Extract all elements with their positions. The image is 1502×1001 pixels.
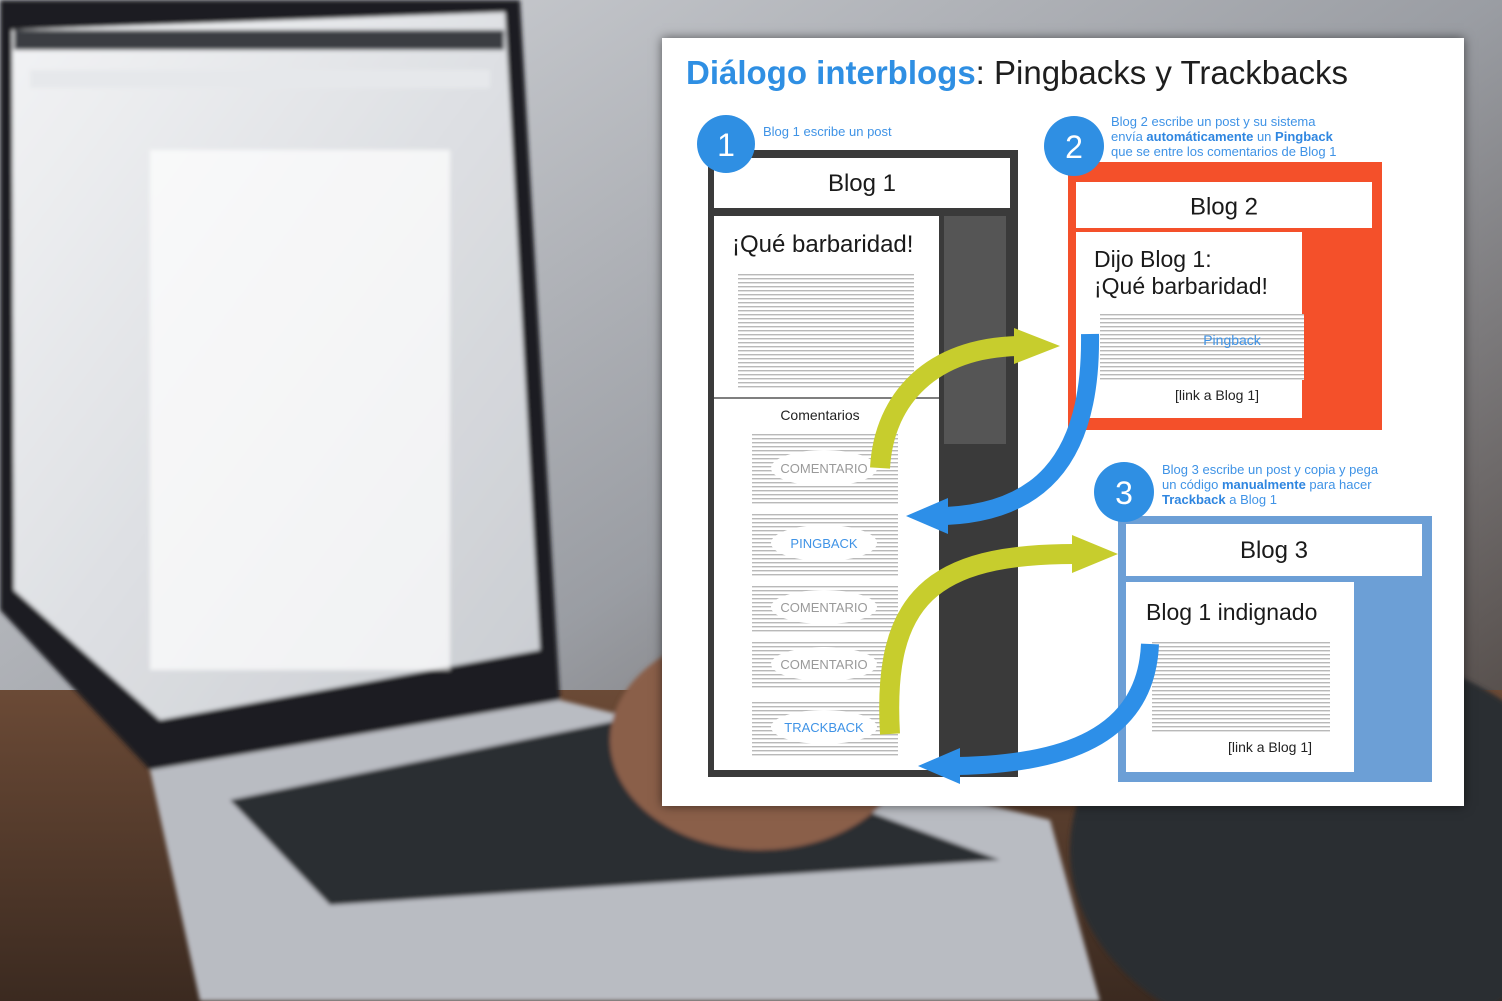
comment-label: COMENTARIO [780, 461, 867, 476]
blog2-window: Blog 2 Dijo Blog 1: ¡Qué barbaridad! Pin… [1068, 162, 1382, 430]
step2-number: 2 [1065, 129, 1083, 165]
blog2-post-line1: Dijo Blog 1: [1094, 246, 1212, 272]
step2-caption-line2: envía automáticamente un Pingback [1111, 129, 1334, 144]
blog1-window: Blog 1 ¡Qué barbaridad! Comentarios COME… [708, 150, 1018, 777]
blog2-pingback-label: Pingback [1203, 332, 1262, 348]
step2-circle [1044, 116, 1104, 176]
blog1-sidebar [944, 216, 1006, 444]
infographic-card: Diálogo interblogs: Pingbacks y Trackbac… [662, 38, 1464, 806]
comment-label: COMENTARIO [780, 600, 867, 615]
blog2-post-text [1100, 314, 1304, 380]
blog2-link: [link a Blog 1] [1175, 387, 1259, 403]
trackback-send-arrow [879, 535, 1118, 735]
step3-number: 3 [1115, 475, 1133, 511]
blog1-post-title: ¡Qué barbaridad! [732, 231, 913, 258]
title-rest: : Pingbacks y Trackbacks [975, 54, 1348, 91]
blog3-window: Blog 3 Blog 1 indignado [link a Blog 1] [1118, 516, 1432, 782]
step3-caption-line3: Trackback a Blog 1 [1162, 492, 1277, 507]
pingback-return-arrow [906, 333, 1100, 534]
blog3-link: [link a Blog 1] [1228, 739, 1312, 755]
blog3-post-text [1152, 640, 1330, 734]
blog3-header-box [1126, 524, 1422, 576]
blog1-post-text [738, 274, 914, 390]
blog1-comments-label: Comentarios [780, 407, 859, 423]
comment-badge [771, 590, 877, 624]
trackback-return-arrow [918, 643, 1159, 784]
step1-caption: Blog 1 escribe un post [763, 124, 892, 139]
step1-circle [697, 115, 755, 173]
blog2-header-box [1076, 182, 1372, 228]
blog1-header: Blog 1 [828, 170, 896, 197]
step3-caption-line1: Blog 3 escribe un post y copia y pega [1162, 462, 1379, 477]
blog2-post-line2: ¡Qué barbaridad! [1094, 273, 1268, 299]
diagram-title: Diálogo interblogs: Pingbacks y Trackbac… [686, 54, 1348, 92]
comment-badge [771, 450, 877, 486]
step3-circle [1094, 462, 1154, 522]
trackback-label: TRACKBACK [784, 720, 864, 735]
pingback-send-arrow [870, 328, 1060, 469]
blog3-header: Blog 3 [1240, 537, 1308, 564]
comment-badge [771, 525, 877, 561]
pingback-label: PINGBACK [790, 536, 858, 551]
pingback-trackback-diagram: Blog 1 ¡Qué barbaridad! Comentarios COME… [697, 114, 1432, 784]
comment-badge [771, 647, 877, 681]
comment-label: COMENTARIO [780, 657, 867, 672]
blog1-header-box [714, 158, 1010, 208]
title-accent: Diálogo interblogs [686, 54, 976, 91]
step1-number: 1 [717, 127, 735, 163]
step2-caption-line3: que se entre los comentarios de Blog 1 [1111, 144, 1336, 159]
step2-caption-line1: Blog 2 escribe un post y su sistema [1111, 114, 1316, 129]
step3-caption-line2: un código manualmente para hacer [1162, 477, 1372, 492]
blog1-comment-list: COMENTARIO PINGBACK COMENTARIO COMENTARI… [752, 434, 898, 758]
blog3-post-title: Blog 1 indignado [1146, 599, 1317, 625]
blog2-header: Blog 2 [1190, 193, 1258, 220]
comment-badge [771, 710, 877, 744]
